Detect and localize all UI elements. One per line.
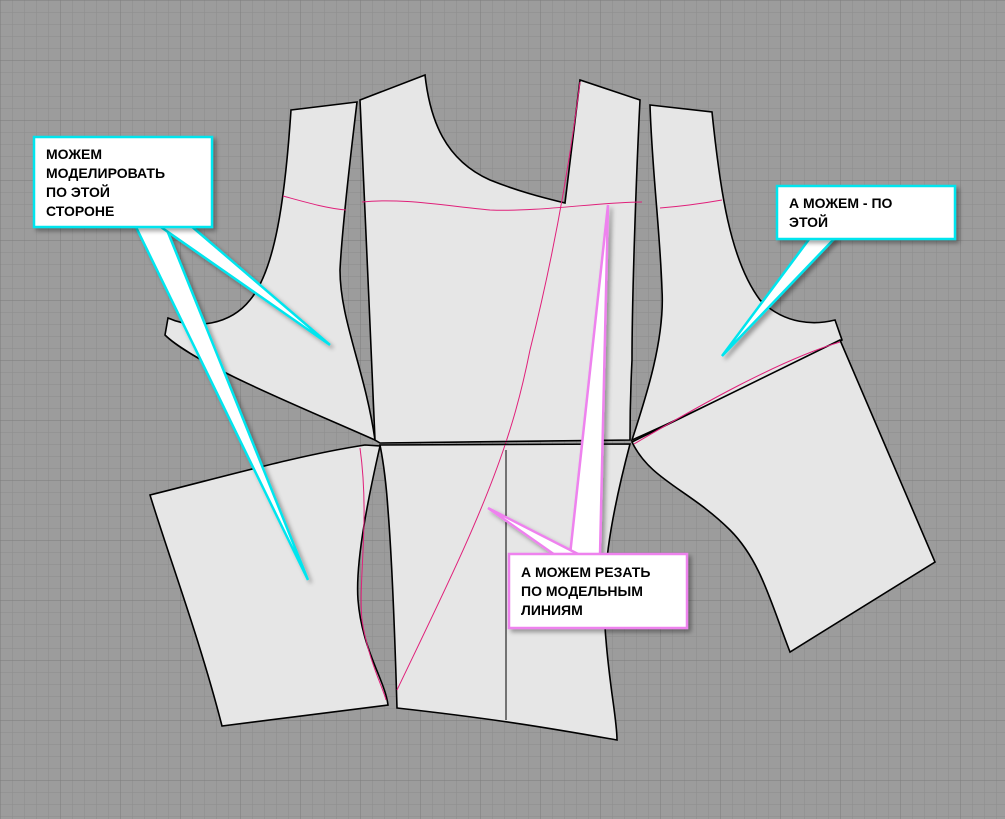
callout-center-box	[507, 552, 689, 630]
pattern-piece-front-upper[interactable]	[359, 73, 641, 444]
model-line	[282, 195, 347, 211]
model-line	[396, 444, 506, 691]
model-line	[633, 341, 841, 445]
callout-right-box	[775, 184, 957, 241]
callout-left-box	[32, 135, 214, 229]
pattern-piece-side-lower[interactable]	[148, 444, 389, 727]
model-line	[659, 199, 723, 209]
callout-left-text: МОЖЕМ МОДЕЛИРОВАТЬ ПО ЭТОЙ СТОРОНЕ	[46, 146, 166, 219]
model-line	[504, 81, 581, 446]
model-line	[361, 200, 643, 211]
callout-center-text: А МОЖЕМ РЕЗАТЬ ПО МОДЕЛЬНЫМ ЛИНИЯМ	[521, 564, 651, 618]
model-line	[359, 447, 387, 701]
callout-right-text: А МОЖЕМ - ПО ЭТОЙ	[789, 195, 893, 230]
pattern-piece-side-right-lower[interactable]	[630, 338, 937, 654]
